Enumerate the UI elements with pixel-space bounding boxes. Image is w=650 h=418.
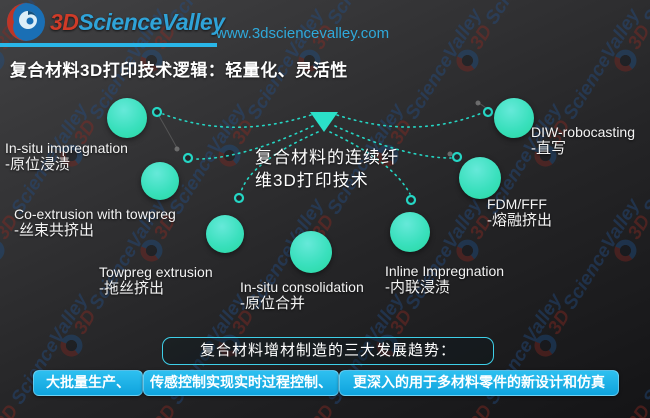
center-triangle-icon (310, 112, 338, 132)
watermark-text-sciencevalley: ScienceValley (639, 290, 650, 409)
slide-title: 复合材料3D打印技术逻辑：轻量化、灵活性 (10, 61, 348, 80)
header-bar: 3D ScienceValley www.3dsciencevalley.com (0, 0, 650, 48)
watermark-swirl-icon (136, 235, 167, 266)
watermark-text-3d: 3D (228, 116, 259, 149)
watermark-swirl-icon (0, 45, 9, 76)
watermark-swirl-icon (610, 45, 641, 76)
watermark-text-sciencevalley: ScienceValley (559, 195, 645, 314)
node-label-in-situ-consolidation: In-situ consolidation -原位合并 (240, 279, 364, 312)
center-topic-line2: 维3D打印技术 (255, 171, 369, 190)
node-circle-in-situ-consolidation (290, 231, 332, 273)
center-topic-line1: 复合材料的连续纤 (255, 148, 399, 167)
node-circle-inline-impregnation (390, 212, 430, 252)
watermark-text-3d: 3D (386, 116, 417, 149)
watermark-text-3d: 3D (150, 401, 181, 418)
watermark-text-sciencevalley: ScienceValley (165, 100, 251, 219)
node-label-inline-impregnation: Inline Impregnation -内联浸渍 (385, 263, 505, 296)
node-label-diw-robocasting: DIW-robocasting -直写 (531, 124, 636, 157)
node-label-in-situ-impregnation: In-situ impregnation -原位浸渍 (5, 140, 128, 173)
watermark-text-3d: 3D (466, 401, 497, 418)
center-topic: 复合材料的连续纤 维3D打印技术 (255, 146, 399, 192)
watermark-text-3d: 3D (544, 306, 575, 339)
website-url[interactable]: www.3dsciencevalley.com (216, 25, 390, 42)
brand-swirl-icon (7, 3, 45, 41)
node-circle-towpreg-extrusion (206, 215, 244, 253)
watermark-swirl-icon (56, 330, 87, 361)
watermark-swirl-icon (530, 330, 561, 361)
node-label-co-extrusion: Co-extrusion with towpreg -丝束共挤出 (14, 206, 176, 239)
watermark-text-3d: 3D (0, 401, 23, 418)
node-circle-in-situ-impregnation (107, 98, 147, 138)
node-circle-co-extrusion (141, 162, 179, 200)
logo-text-sciencevalley: ScienceValley (78, 8, 225, 35)
watermark-swirl-icon (610, 235, 641, 266)
node-label-fdm-fff: FDM/FFF -熔融挤出 (487, 196, 552, 229)
watermark-swirl-icon (452, 235, 483, 266)
brand-logo: 3D ScienceValley (6, 2, 225, 42)
trend-chip-multi-material-design: 更深入的用于多材料零件的新设计和仿真 (339, 370, 619, 396)
watermark-text-3d: 3D (386, 306, 417, 339)
watermark-swirl-icon (0, 235, 9, 266)
node-label-towpreg-extrusion: Towpreg extrusion -拖丝挤出 (99, 264, 213, 297)
node-circle-fdm-fff (459, 157, 501, 199)
logo-text-3d: 3D (50, 8, 79, 35)
watermark-text-3d: 3D (308, 401, 339, 418)
watermark-swirl-icon (214, 140, 245, 171)
watermark-text-3d: 3D (70, 306, 101, 339)
trend-chip-mass-production: 大批量生产、 (33, 370, 143, 396)
header-accent-bar (0, 43, 217, 47)
watermark-text-sciencevalley: ScienceValley (639, 100, 650, 219)
node-circle-diw-robocasting (494, 98, 534, 138)
trend-chip-sensor-control: 传感控制实现实时过程控制、 (143, 370, 339, 396)
watermark-text-3d: 3D (624, 211, 650, 244)
watermark-swirl-icon (452, 45, 483, 76)
watermark-text-3d: 3D (624, 401, 650, 418)
trends-title-box: 复合材料增材制造的三大发展趋势： (162, 337, 494, 365)
